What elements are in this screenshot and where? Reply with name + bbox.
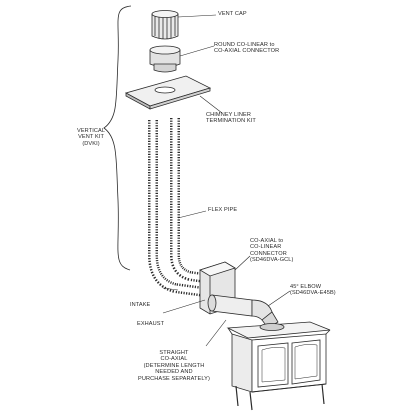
termination-kit-label: CHIMNEY LINER TERMINATION KIT [206, 112, 256, 125]
flex-pipe-left [148, 120, 206, 297]
coaxial-connector-label: CO-AXIAL to CO-LINEAR CONNECTOR (SD46DVA… [250, 238, 294, 264]
stove [226, 321, 331, 411]
vertical-kit-label: VERTICAL VENT KIT (DVKI) [77, 128, 106, 147]
vent-cap-label: VENT CAP [218, 11, 247, 17]
vertical-kit-brace [103, 5, 132, 271]
flex-pipe-right [170, 118, 206, 283]
exhaust-label: EXHAUST [137, 321, 165, 327]
straight-coaxial-label: STRAIGHT CO-AXIAL (DETERMINE LENGTH NEED… [138, 350, 210, 382]
vent-cap [151, 10, 179, 40]
intake-label: INTAKE [130, 302, 151, 308]
flex-pipe-label: FLEX PIPE [208, 207, 238, 213]
coaxial-pipe [207, 294, 279, 329]
elbow-label: 45° ELBOW (SD46DVA-E45B) [290, 284, 336, 297]
round-connector-label: ROUND CO-LINEAR to CO-AXIAL CONNECTOR [214, 42, 280, 55]
termination-plate [124, 75, 212, 110]
round-connector [149, 45, 181, 73]
